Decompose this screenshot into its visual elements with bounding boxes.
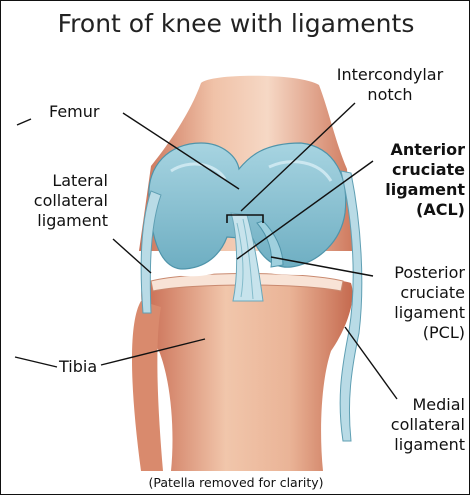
label-medial-collateral-ligament: Medial collateral ligament bbox=[383, 395, 465, 455]
label-tibia: Tibia bbox=[59, 357, 97, 377]
label-lateral-collateral-ligament: Lateral collateral ligament bbox=[20, 171, 108, 231]
caption: (Patella removed for clarity) bbox=[1, 475, 470, 490]
label-pcl: Posterior cruciate ligament (PCL) bbox=[373, 263, 465, 343]
label-intercondylar-notch: Intercondylar notch bbox=[319, 65, 461, 105]
label-femur: Femur bbox=[49, 102, 99, 122]
tibia-bone bbox=[141, 276, 352, 472]
fibula bbox=[132, 301, 163, 471]
label-acl: Anterior cruciate ligament (ACL) bbox=[369, 140, 465, 220]
